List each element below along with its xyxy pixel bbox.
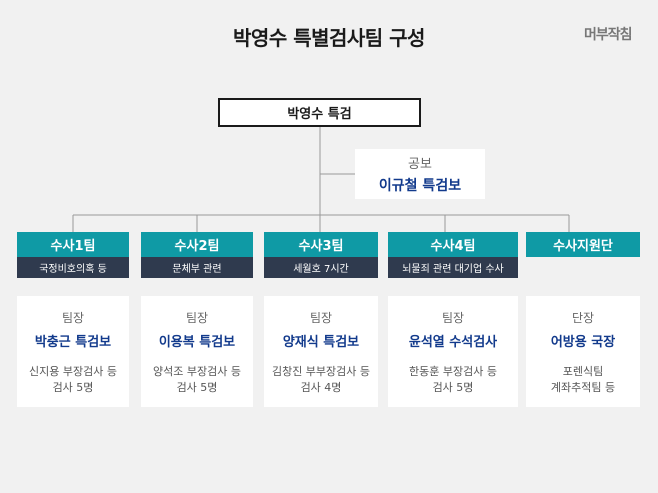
card-member-line: 신지용 부장검사 등 <box>29 365 117 378</box>
team-5: 수사지원단 <box>526 232 640 257</box>
pr-name: 이규철 특검보 <box>378 178 462 194</box>
card-leader: 윤석열 수석검사 <box>408 335 498 350</box>
brand-logo: 머부작침 <box>584 27 633 43</box>
team-4: 수사4팀 뇌물죄 관련 대기업 수사 <box>388 232 518 278</box>
team-3: 수사3팀 세월호 7시간 <box>264 232 378 278</box>
chart-title: 박영수 특별검사팀 구성 <box>233 26 425 50</box>
card-member-line: 포렌식팀 <box>562 365 604 378</box>
team-header: 수사4팀 <box>388 232 518 257</box>
card-leader: 이용복 특검보 <box>158 335 236 350</box>
team-1: 수사1팀 국정비호의혹 등 <box>17 232 129 278</box>
team-header: 수사1팀 <box>17 232 129 257</box>
card-role: 팀장 <box>185 311 209 325</box>
team-card-3: 팀장 양재식 특검보 김창진 부부장검사 등 검사 4명 <box>264 296 378 407</box>
card-leader: 양재식 특검보 <box>282 335 360 350</box>
card-role: 팀장 <box>309 311 333 325</box>
card-member-line-2: 계좌추적팀 등 <box>550 381 616 394</box>
card-member-line: 한동훈 부장검사 등 <box>409 365 497 378</box>
card-role: 단장 <box>571 311 595 325</box>
team-card-2: 팀장 이용복 특검보 양석조 부장검사 등 검사 5명 <box>141 296 253 407</box>
card-role: 팀장 <box>441 311 465 325</box>
team-2: 수사2팀 문체부 관련 <box>141 232 253 278</box>
team-task: 국정비호의혹 등 <box>17 257 129 278</box>
card-member-count: 검사 5명 <box>176 381 218 394</box>
team-header: 수사3팀 <box>264 232 378 257</box>
card-member-count: 검사 5명 <box>432 381 474 394</box>
card-member-count: 검사 4명 <box>300 381 342 394</box>
team-card-1: 팀장 박충근 특검보 신지용 부장검사 등 검사 5명 <box>17 296 129 407</box>
team-task: 문체부 관련 <box>141 257 253 278</box>
team-card-5: 단장 어방용 국장 포렌식팀 계좌추적팀 등 <box>526 296 640 407</box>
card-member-line: 양석조 부장검사 등 <box>153 365 241 378</box>
team-task: 세월호 7시간 <box>264 257 378 278</box>
special-prosecutor-box: 박영수 특검 <box>218 98 421 127</box>
pr-box: 공보 이규철 특검보 <box>355 149 485 199</box>
team-task: 뇌물죄 관련 대기업 수사 <box>388 257 518 278</box>
card-leader: 어방용 국장 <box>550 335 616 350</box>
card-role: 팀장 <box>61 311 85 325</box>
team-header: 수사지원단 <box>526 232 640 257</box>
pr-role: 공보 <box>408 157 432 172</box>
card-leader: 박충근 특검보 <box>34 335 112 350</box>
card-member-count: 검사 5명 <box>52 381 94 394</box>
card-member-line: 김창진 부부장검사 등 <box>271 365 371 378</box>
team-card-4: 팀장 윤석열 수석검사 한동훈 부장검사 등 검사 5명 <box>388 296 518 407</box>
team-header: 수사2팀 <box>141 232 253 257</box>
